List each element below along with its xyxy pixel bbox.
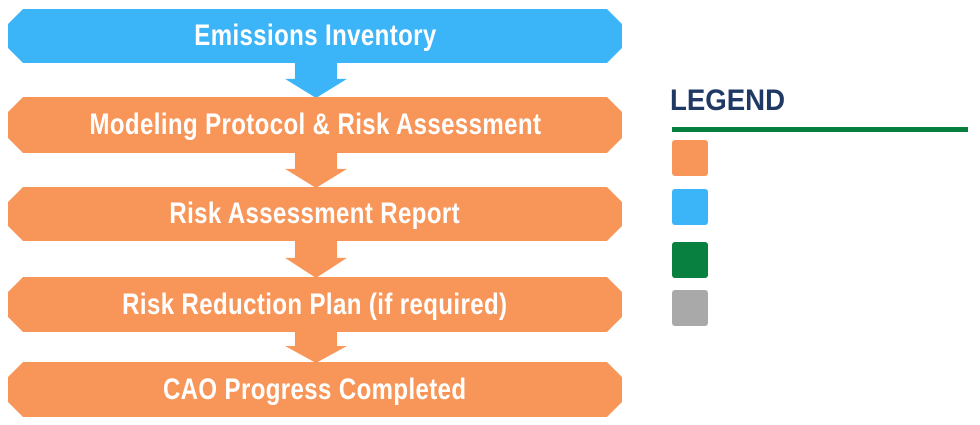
legend-swatch-blue: [672, 189, 708, 225]
flow-step-label: Risk Reduction Plan (if required): [122, 287, 508, 321]
legend-swatch-orange: [672, 140, 708, 176]
flow-step-label: Emissions Inventory: [193, 19, 437, 52]
flow-step-cao-progress-completed: CAO Progress Completed: [8, 362, 622, 417]
down-arrow-icon: [285, 331, 347, 363]
down-arrow-icon: [285, 62, 347, 98]
flow-step-emissions-inventory: Emissions Inventory: [8, 9, 622, 63]
flow-step-risk-assessment-report: Risk Assessment Report: [8, 187, 622, 241]
flow-step-label: CAO Progress Completed: [163, 372, 467, 406]
flow-step-modeling-protocol: Modeling Protocol & Risk Assessment: [8, 97, 622, 153]
legend-title: LEGEND: [670, 84, 786, 117]
flow-step-label: Modeling Protocol & Risk Assessment: [89, 108, 541, 141]
flow-step-label: Risk Assessment Report: [169, 197, 461, 230]
down-arrow-icon: [285, 240, 347, 278]
legend-swatch-green: [672, 242, 708, 278]
legend-swatch-gray: [672, 290, 708, 326]
legend-divider: [672, 127, 968, 132]
flow-step-risk-reduction-plan: Risk Reduction Plan (if required): [8, 277, 622, 332]
down-arrow-icon: [285, 152, 347, 188]
